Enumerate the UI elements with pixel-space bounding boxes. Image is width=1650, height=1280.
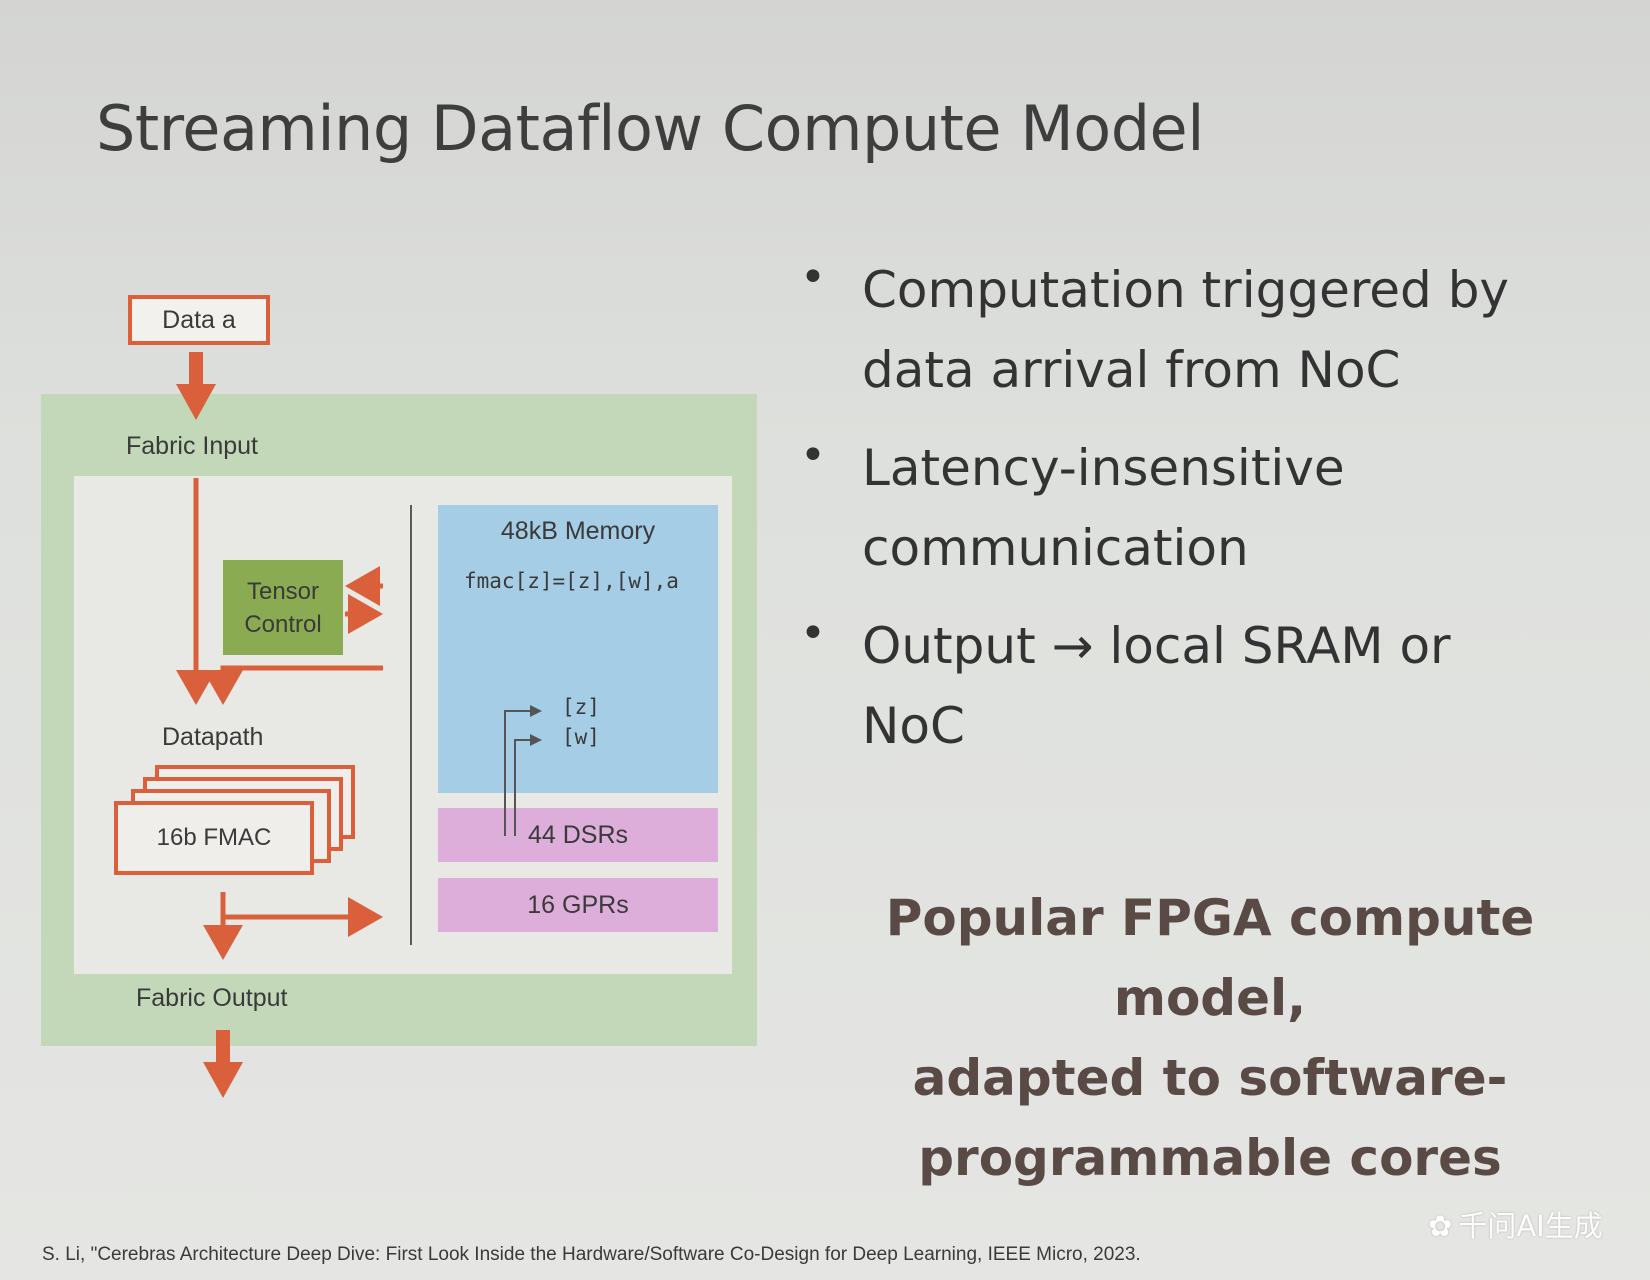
- callout-text: Popular FPGA compute model, adapted to s…: [795, 878, 1625, 1198]
- tensor-control-line1: Tensor: [246, 577, 320, 605]
- dsr-label: 44 DSRs: [527, 820, 629, 849]
- bullet-item: • Output → local SRAM or NoC: [800, 606, 1600, 766]
- sparkle-icon: ✿: [1428, 1209, 1453, 1243]
- bullet-line: NoC: [862, 697, 965, 755]
- tensor-control-box: Tensor Control: [223, 560, 343, 655]
- register-z-label: [z]: [562, 695, 600, 719]
- bullet-line: data arrival from NoC: [862, 341, 1401, 399]
- watermark: ✿千问AI生成: [1428, 1203, 1603, 1245]
- bullet-item: • Computation triggered by data arrival …: [800, 250, 1600, 410]
- callout-line: adapted to software-: [912, 1049, 1508, 1107]
- fabric-output-label: Fabric Output: [136, 984, 288, 1012]
- tensor-control-line2: Control: [244, 610, 322, 638]
- fmac-box: 16b FMAC: [114, 801, 314, 875]
- callout-line: programmable cores: [918, 1129, 1502, 1187]
- dsr-pointer-z: [504, 705, 542, 836]
- bullet-list: • Computation triggered by data arrival …: [800, 250, 1600, 784]
- gpr-block: 16 GPRs: [438, 878, 718, 932]
- control-to-datapath-arrow: [203, 665, 383, 705]
- slide-title: Streaming Dataflow Compute Model: [96, 92, 1204, 165]
- bullet-line: Computation triggered by: [862, 261, 1510, 319]
- output-arrow: [203, 1030, 243, 1098]
- memory-instruction: fmac[z]=[z],[w],a: [464, 569, 679, 593]
- bullet-item: • Latency-insensitive communication: [800, 428, 1600, 588]
- bullet-line: communication: [862, 519, 1249, 577]
- watermark-text: 千问AI生成: [1458, 1209, 1603, 1243]
- input-arrow: [176, 352, 216, 420]
- dataflow-diagram: Data a Fabric Input Fabric Output Tensor…: [0, 0, 780, 1120]
- callout-line: Popular FPGA compute model,: [885, 889, 1535, 1027]
- bullet-dot: •: [800, 608, 826, 659]
- datapath-label: Datapath: [162, 723, 264, 751]
- fabric-input-label: Fabric Input: [126, 432, 259, 460]
- bullet-line: Output → local SRAM or: [862, 617, 1451, 675]
- dsr-pointer-w: [514, 734, 542, 836]
- bullet-dot: •: [800, 430, 826, 481]
- memory-block: 48kB Memory fmac[z]=[z],[w],a: [438, 505, 718, 793]
- bullet-dot: •: [800, 252, 826, 303]
- fmac-label: 16b FMAC: [156, 824, 272, 851]
- bullet-line: Latency-insensitive: [862, 439, 1345, 497]
- memory-title: 48kB Memory: [500, 517, 656, 545]
- citation: S. Li, "Cerebras Architecture Deep Dive:…: [42, 1244, 1141, 1265]
- dsr-block: 44 DSRs: [438, 808, 718, 862]
- divider-line: [410, 505, 412, 945]
- data-input-label: Data a: [162, 305, 236, 334]
- gpr-label: 16 GPRs: [527, 890, 629, 919]
- data-input-box: Data a: [128, 295, 270, 345]
- diagram-arrows: [176, 352, 542, 1098]
- register-w-label: [w]: [562, 725, 600, 749]
